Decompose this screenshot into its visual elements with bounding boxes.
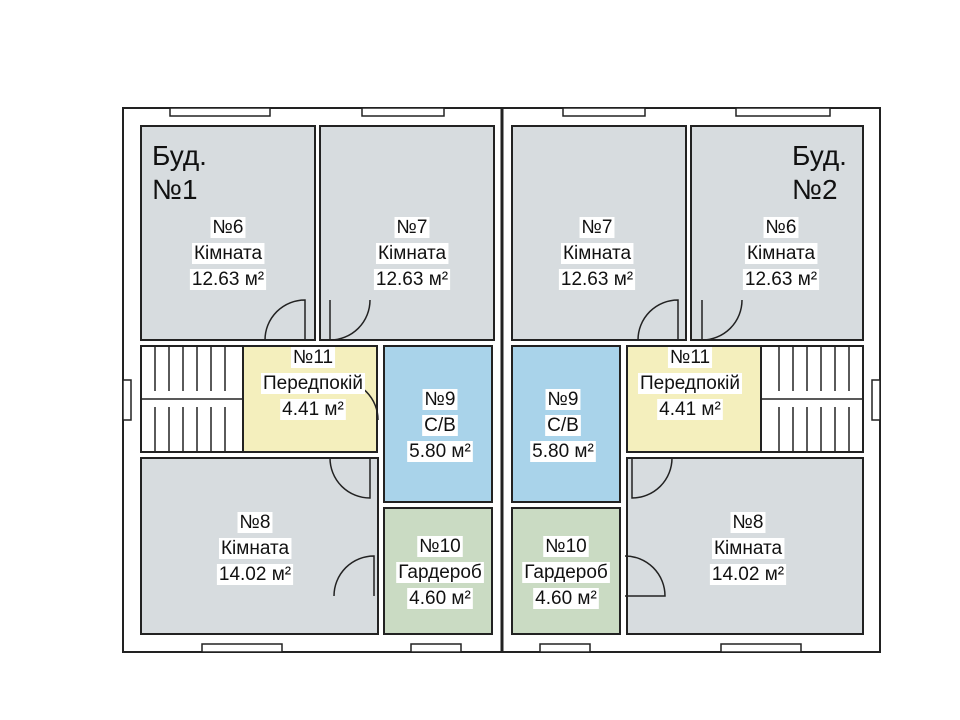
- room-number: №10: [545, 536, 587, 557]
- door-swing: [624, 555, 666, 597]
- label-background: [558, 269, 636, 290]
- window: [201, 643, 283, 653]
- label-background: [417, 536, 463, 557]
- room-number: №6: [766, 217, 797, 238]
- window: [169, 107, 271, 117]
- label-background: [210, 217, 246, 238]
- label-background: [579, 217, 615, 238]
- room-name: Передпокій: [640, 373, 740, 394]
- room-name: Кімната: [378, 243, 446, 264]
- label-background: [637, 373, 743, 394]
- window: [361, 107, 445, 117]
- door-swing: [333, 555, 375, 597]
- room-name: Передпокій: [263, 373, 363, 394]
- room-area: 4.60 м²: [535, 588, 597, 609]
- windows-layer: [122, 107, 881, 653]
- label-background: [422, 415, 458, 436]
- label-background: [709, 564, 787, 585]
- room-number: №11: [293, 347, 333, 368]
- door-swing: [264, 299, 306, 341]
- label-background: [545, 415, 581, 436]
- building-1-title-line2: №1: [152, 174, 198, 205]
- label-background: [657, 399, 723, 420]
- room-area: 14.02 м²: [712, 564, 784, 585]
- room-name: Кімната: [747, 243, 815, 264]
- label-background: [560, 243, 634, 264]
- room-number: №9: [548, 389, 579, 410]
- label-background: [290, 347, 336, 368]
- door-swing: [329, 457, 371, 499]
- label-background: [394, 217, 430, 238]
- room-name: С/В: [547, 415, 579, 436]
- window: [871, 379, 881, 421]
- room-area: 5.80 м²: [532, 441, 594, 462]
- building-2-title-line1: Буд.: [792, 140, 847, 171]
- room-area: 14.02 м²: [219, 564, 291, 585]
- stairs-layer: [140, 345, 864, 453]
- label-background: [191, 243, 265, 264]
- door-swing: [637, 299, 679, 341]
- door-swing: [329, 299, 371, 341]
- building-2-title-line2: №2: [792, 174, 838, 205]
- room-number: №10: [419, 536, 461, 557]
- door-swing: [631, 457, 673, 499]
- label-background: [522, 562, 610, 583]
- room-number: №7: [397, 217, 428, 238]
- label-background: [545, 389, 581, 410]
- room-name: Кімната: [221, 538, 289, 559]
- label-background: [407, 588, 473, 609]
- window: [410, 643, 462, 653]
- room-number: №8: [240, 512, 271, 533]
- label-background: [763, 217, 799, 238]
- label-background: [543, 536, 589, 557]
- room-number: №9: [425, 389, 456, 410]
- window: [720, 643, 802, 653]
- room-area: 12.63 м²: [192, 269, 264, 290]
- room-number: №6: [213, 217, 244, 238]
- label-background: [744, 243, 818, 264]
- label-background: [237, 512, 273, 533]
- room-number: №11: [670, 347, 710, 368]
- room-name: Кімната: [714, 538, 782, 559]
- room-number: №8: [733, 512, 764, 533]
- room-name: Кімната: [194, 243, 262, 264]
- label-background: [396, 562, 484, 583]
- label-background: [530, 441, 596, 462]
- window: [539, 643, 591, 653]
- room-number: №7: [582, 217, 613, 238]
- room-name: С/В: [424, 415, 456, 436]
- room-name: Кімната: [563, 243, 631, 264]
- doors-layer: [264, 299, 743, 597]
- room-area: 12.63 м²: [561, 269, 633, 290]
- label-background: [216, 564, 294, 585]
- label-background: [730, 512, 766, 533]
- door-swing: [701, 299, 743, 341]
- label-background: [742, 269, 820, 290]
- label-background: [711, 538, 785, 559]
- room-name: Гардероб: [398, 562, 482, 583]
- room-area: 4.41 м²: [282, 399, 344, 420]
- room-area: 12.63 м²: [745, 269, 817, 290]
- label-background: [218, 538, 292, 559]
- label-background: [375, 243, 449, 264]
- room-area: 12.63 м²: [376, 269, 448, 290]
- label-background: [280, 399, 346, 420]
- label-background: [407, 441, 473, 462]
- window: [122, 379, 132, 421]
- room-area: 5.80 м²: [409, 441, 471, 462]
- label-background: [260, 373, 366, 394]
- room-area: 4.41 м²: [659, 399, 721, 420]
- label-background: [533, 588, 599, 609]
- room-area: 4.60 м²: [409, 588, 471, 609]
- window: [735, 107, 831, 117]
- label-background: [667, 347, 713, 368]
- label-background: [422, 389, 458, 410]
- label-background: [189, 269, 267, 290]
- label-background: [373, 269, 451, 290]
- room-name: Гардероб: [524, 562, 608, 583]
- window: [562, 107, 646, 117]
- building-1-title-line1: Буд.: [152, 140, 207, 171]
